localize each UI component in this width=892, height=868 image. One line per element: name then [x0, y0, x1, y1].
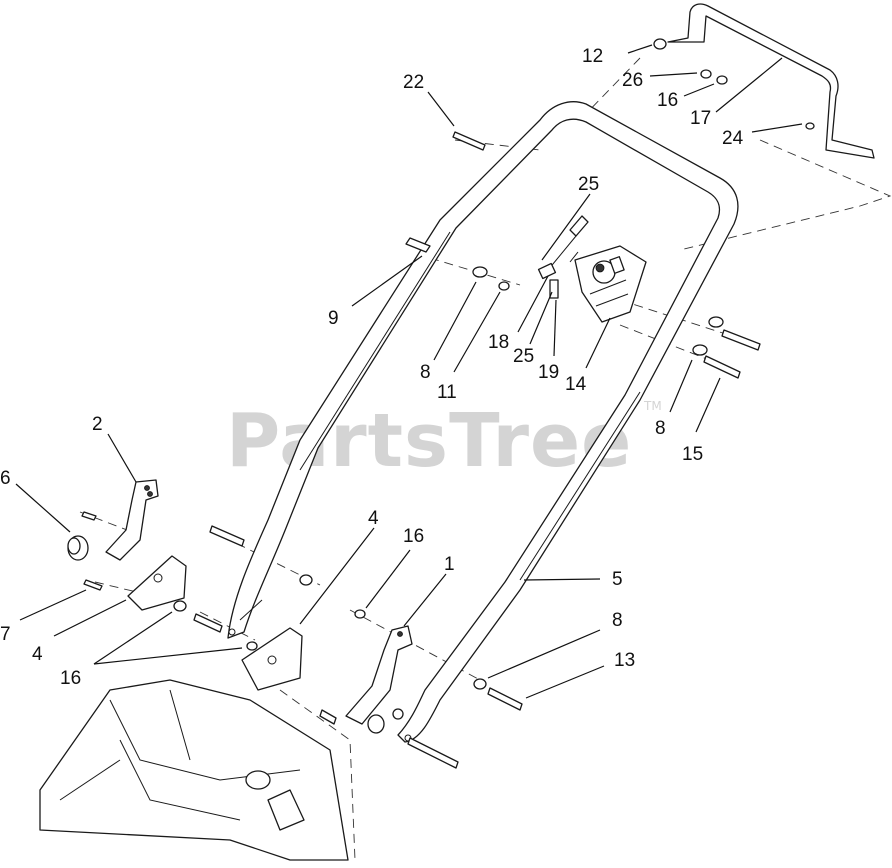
callout-8: 8: [420, 362, 431, 383]
bail-wire: [667, 3, 875, 159]
callout-14: 14: [565, 374, 587, 395]
left-spacer: [67, 535, 89, 561]
watermark-trademark: TM: [643, 399, 662, 413]
callout-8: 8: [612, 610, 623, 631]
callout-labels: 12 26 16 17 22 24 25 9 18 25 19 14 8 11 …: [0, 46, 744, 689]
callout-8: 8: [655, 418, 666, 439]
mower-deck: [39, 679, 349, 861]
callout-7: 7: [0, 624, 11, 645]
callout-19: 19: [538, 362, 559, 383]
callout-16: 16: [403, 526, 424, 547]
callout-24: 24: [722, 128, 744, 149]
callout-6: 6: [0, 468, 11, 489]
callout-17: 17: [690, 108, 711, 129]
right-plate: [241, 627, 303, 691]
left-plate: [127, 555, 187, 611]
handle-tube: [227, 101, 739, 743]
callout-2: 2: [92, 414, 103, 435]
callout-5: 5: [612, 569, 623, 590]
callout-13: 13: [614, 650, 635, 671]
leader-lines: [15, 44, 803, 699]
callout-16: 16: [657, 90, 678, 111]
right-bracket: [345, 625, 413, 734]
callout-16: 16: [60, 668, 81, 689]
callout-12: 12: [582, 46, 603, 67]
callout-26: 26: [622, 70, 643, 91]
fasteners: [81, 38, 815, 769]
control-bracket: [574, 245, 647, 323]
callout-25: 25: [578, 174, 599, 195]
left-bracket: [105, 479, 159, 561]
callout-11: 11: [437, 382, 457, 403]
callout-1: 1: [444, 554, 455, 575]
callout-25: 25: [513, 346, 534, 367]
callout-9: 9: [328, 308, 339, 329]
linkage-pieces: [537, 215, 589, 299]
callout-15: 15: [682, 444, 703, 465]
callout-22: 22: [403, 72, 424, 93]
callout-4: 4: [32, 644, 43, 665]
callout-18: 18: [488, 332, 509, 353]
callout-4: 4: [368, 508, 379, 529]
